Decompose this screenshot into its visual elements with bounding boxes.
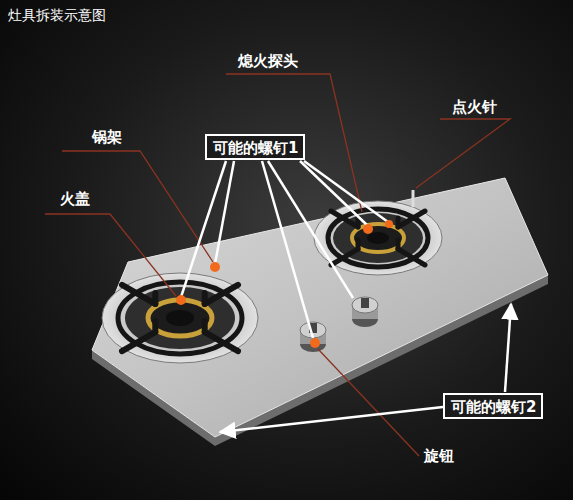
- callout-box: 可能的螺钉1: [205, 134, 305, 160]
- art-line: [181, 161, 226, 297]
- art-line: [300, 161, 368, 226]
- art-line: [122, 332, 155, 351]
- leader-lines: [45, 74, 510, 456]
- art-g: [122, 285, 238, 351]
- art-ellipse: [352, 297, 378, 313]
- art-circle: [363, 224, 373, 234]
- art-polyline: [416, 119, 510, 188]
- art-line: [220, 407, 443, 432]
- art-line: [396, 240, 401, 249]
- art-line: [152, 321, 158, 332]
- art-ellipse: [102, 273, 258, 363]
- art-polyline: [45, 214, 176, 296]
- art-line: [505, 304, 511, 392]
- callout-text: 可能的螺钉1: [213, 139, 297, 157]
- art-line: [331, 249, 358, 265]
- art-circle: [210, 262, 220, 272]
- callout-box: 可能的螺钉2: [443, 393, 543, 419]
- art-line: [396, 218, 401, 227]
- ignition-needle: [412, 190, 415, 207]
- screw-dots: [176, 220, 393, 348]
- art-circle: [385, 220, 393, 228]
- part-label: 火盖: [60, 190, 90, 208]
- art-line: [202, 293, 208, 304]
- art-circle: [310, 338, 320, 348]
- art-line: [202, 321, 208, 332]
- art-ellipse: [166, 310, 194, 326]
- art-line: [152, 293, 158, 304]
- art-line: [205, 285, 238, 304]
- art-line: [304, 161, 388, 222]
- right-burner: [314, 190, 442, 275]
- art-line: [205, 332, 238, 351]
- screw-pointer-lines: [181, 161, 511, 432]
- knobs: [300, 297, 378, 352]
- callout-text: 可能的螺钉2: [451, 398, 535, 416]
- part-label: 旋钮: [424, 447, 454, 465]
- part-label: 熄火探头: [238, 52, 298, 70]
- art-line: [398, 211, 425, 227]
- part-label: 锅架: [92, 128, 122, 146]
- art-line: [262, 161, 313, 338]
- art-ellipse: [367, 232, 389, 244]
- left-burner: [102, 273, 258, 363]
- diagram-title: 灶具拆装示意图: [8, 7, 106, 24]
- art-ellipse: [328, 209, 428, 267]
- art-line: [215, 161, 234, 264]
- art-line: [268, 161, 353, 298]
- art-line: [318, 349, 419, 456]
- art-circle: [176, 295, 186, 305]
- stove-plate: [92, 178, 548, 437]
- art-ellipse: [118, 282, 242, 354]
- art-line: [398, 249, 425, 265]
- art-line: [122, 285, 155, 304]
- art-g: [331, 211, 425, 265]
- art-line: [356, 240, 361, 249]
- art-rect: [361, 298, 369, 308]
- part-label: 点火针: [452, 98, 497, 116]
